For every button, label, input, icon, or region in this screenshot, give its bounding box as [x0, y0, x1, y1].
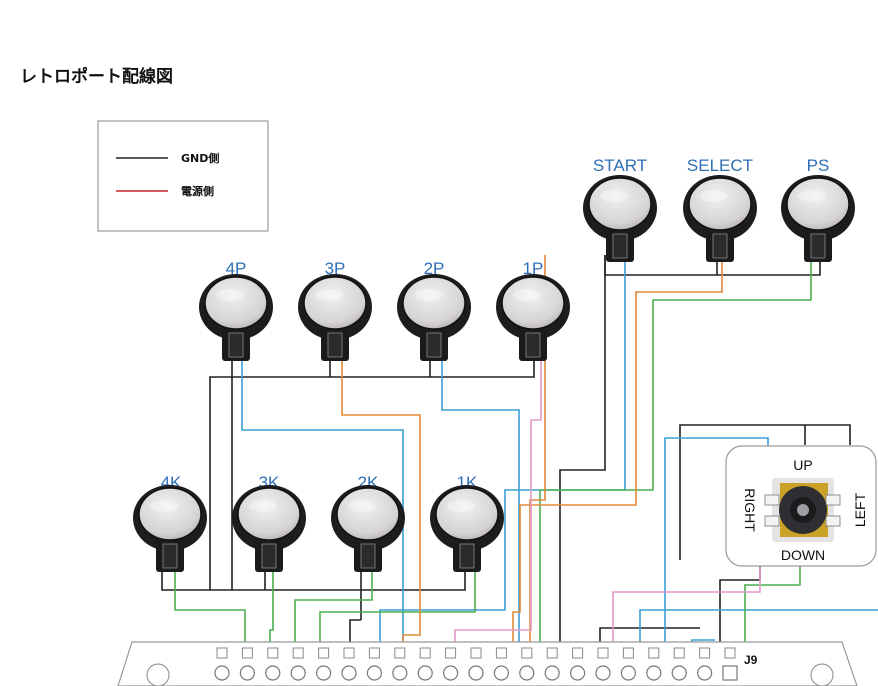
button-4k: 4K	[132, 473, 208, 573]
legend: GND側 電源側	[97, 120, 269, 232]
pin-pad-bottom	[316, 665, 332, 681]
pin-pad-bottom	[366, 665, 382, 681]
pin-pad-bottom	[214, 665, 230, 681]
pin-pad-top	[292, 647, 304, 659]
legend-gnd-label: GND側	[181, 151, 219, 165]
button-select-label: SELECT	[687, 156, 753, 175]
green-wires	[174, 255, 812, 650]
pin-pad-top	[622, 647, 634, 659]
button-3k-icon	[231, 484, 307, 573]
pin-pad-top	[394, 647, 406, 659]
pin-pad-top	[648, 647, 660, 659]
button-2k: 2K	[330, 473, 406, 573]
mount-hole-left-icon	[146, 663, 170, 686]
pin-pad-bottom	[671, 665, 687, 681]
button-3p-icon	[297, 273, 373, 362]
button-4p-label: 4P	[226, 259, 247, 278]
pin-pad-bottom	[341, 665, 357, 681]
pin-pad-top	[368, 647, 380, 659]
pin-pad-top	[673, 647, 685, 659]
button-2p-icon	[396, 273, 472, 362]
pin-pad-bottom	[493, 665, 509, 681]
button-start: START	[582, 156, 658, 263]
pin-pad-bottom	[417, 665, 433, 681]
pin-pad-top	[470, 647, 482, 659]
button-2k-icon	[330, 484, 406, 573]
button-ps-icon	[780, 174, 856, 263]
legend-power-label: 電源側	[181, 184, 214, 198]
pin-pad-bottom	[468, 665, 484, 681]
button-start-label: START	[593, 156, 647, 175]
pin-strip	[214, 647, 738, 681]
button-3p-label: 3P	[325, 259, 346, 278]
joystick-down-label: DOWN	[781, 547, 825, 563]
pin-pad-bottom	[722, 665, 738, 681]
pin-pad-bottom	[569, 665, 586, 681]
button-1p: 1P	[495, 259, 571, 362]
joystick-right-label: RIGHT	[742, 488, 758, 532]
button-1k: 1K	[429, 473, 505, 573]
pin-pad-top	[241, 647, 253, 659]
button-ps: PS	[780, 156, 856, 263]
pin-pad-top	[546, 647, 558, 659]
button-1p-icon	[495, 273, 571, 362]
pin-pad-top	[572, 647, 584, 659]
pin-pad-top	[343, 647, 355, 659]
pin-pad-bottom	[290, 665, 306, 681]
pin-pad-bottom	[595, 665, 611, 681]
pin-pad-top	[521, 647, 533, 659]
button-select: SELECT	[682, 156, 758, 263]
pin-pad-bottom	[646, 665, 662, 681]
wires	[161, 255, 878, 650]
button-ps-label: PS	[807, 156, 830, 175]
button-start-icon	[582, 174, 658, 263]
pin-pad-bottom	[620, 665, 637, 681]
pin-pad-top	[724, 647, 736, 659]
joystick-left-label: LEFT	[852, 492, 868, 527]
pin-pad-bottom	[392, 665, 408, 681]
button-select-icon	[682, 174, 758, 263]
connector-label: J9	[744, 653, 758, 667]
button-2p-label: 2P	[424, 259, 445, 278]
button-4p: 4P	[198, 259, 274, 362]
button-4k-icon	[132, 484, 208, 573]
pin-pad-top	[597, 647, 609, 659]
button-1p-label: 1P	[523, 259, 544, 278]
pin-pad-top	[495, 647, 507, 659]
button-1k-icon	[429, 484, 505, 573]
pin-pad-top	[419, 647, 431, 659]
pin-pad-bottom	[265, 665, 281, 681]
pin-pad-bottom	[544, 665, 560, 681]
pin-pad-bottom	[443, 665, 459, 681]
pin-pad-bottom	[239, 665, 255, 681]
pin-pad-bottom	[696, 665, 713, 681]
pin-pad-top	[699, 647, 711, 659]
pin-pad-bottom	[519, 665, 535, 681]
page-title: レトロポート配線図	[20, 67, 173, 87]
connector-j9: J9	[117, 641, 858, 686]
button-3k: 3K	[231, 473, 307, 573]
pin-pad-top	[267, 647, 279, 659]
button-4p-icon	[198, 273, 274, 362]
mount-hole-right-icon	[810, 663, 834, 686]
pin-pad-top	[318, 647, 330, 659]
pink-wires	[454, 355, 761, 650]
joystick-up-label: UP	[793, 457, 812, 473]
button-2p: 2P	[396, 259, 472, 362]
blue-wires	[241, 255, 878, 650]
button-3p: 3P	[297, 259, 373, 362]
pin-pad-top	[445, 647, 457, 659]
joystick: UP DOWN RIGHT LEFT	[725, 445, 877, 567]
pin-pad-top	[216, 647, 228, 659]
orange-wires	[341, 255, 723, 650]
